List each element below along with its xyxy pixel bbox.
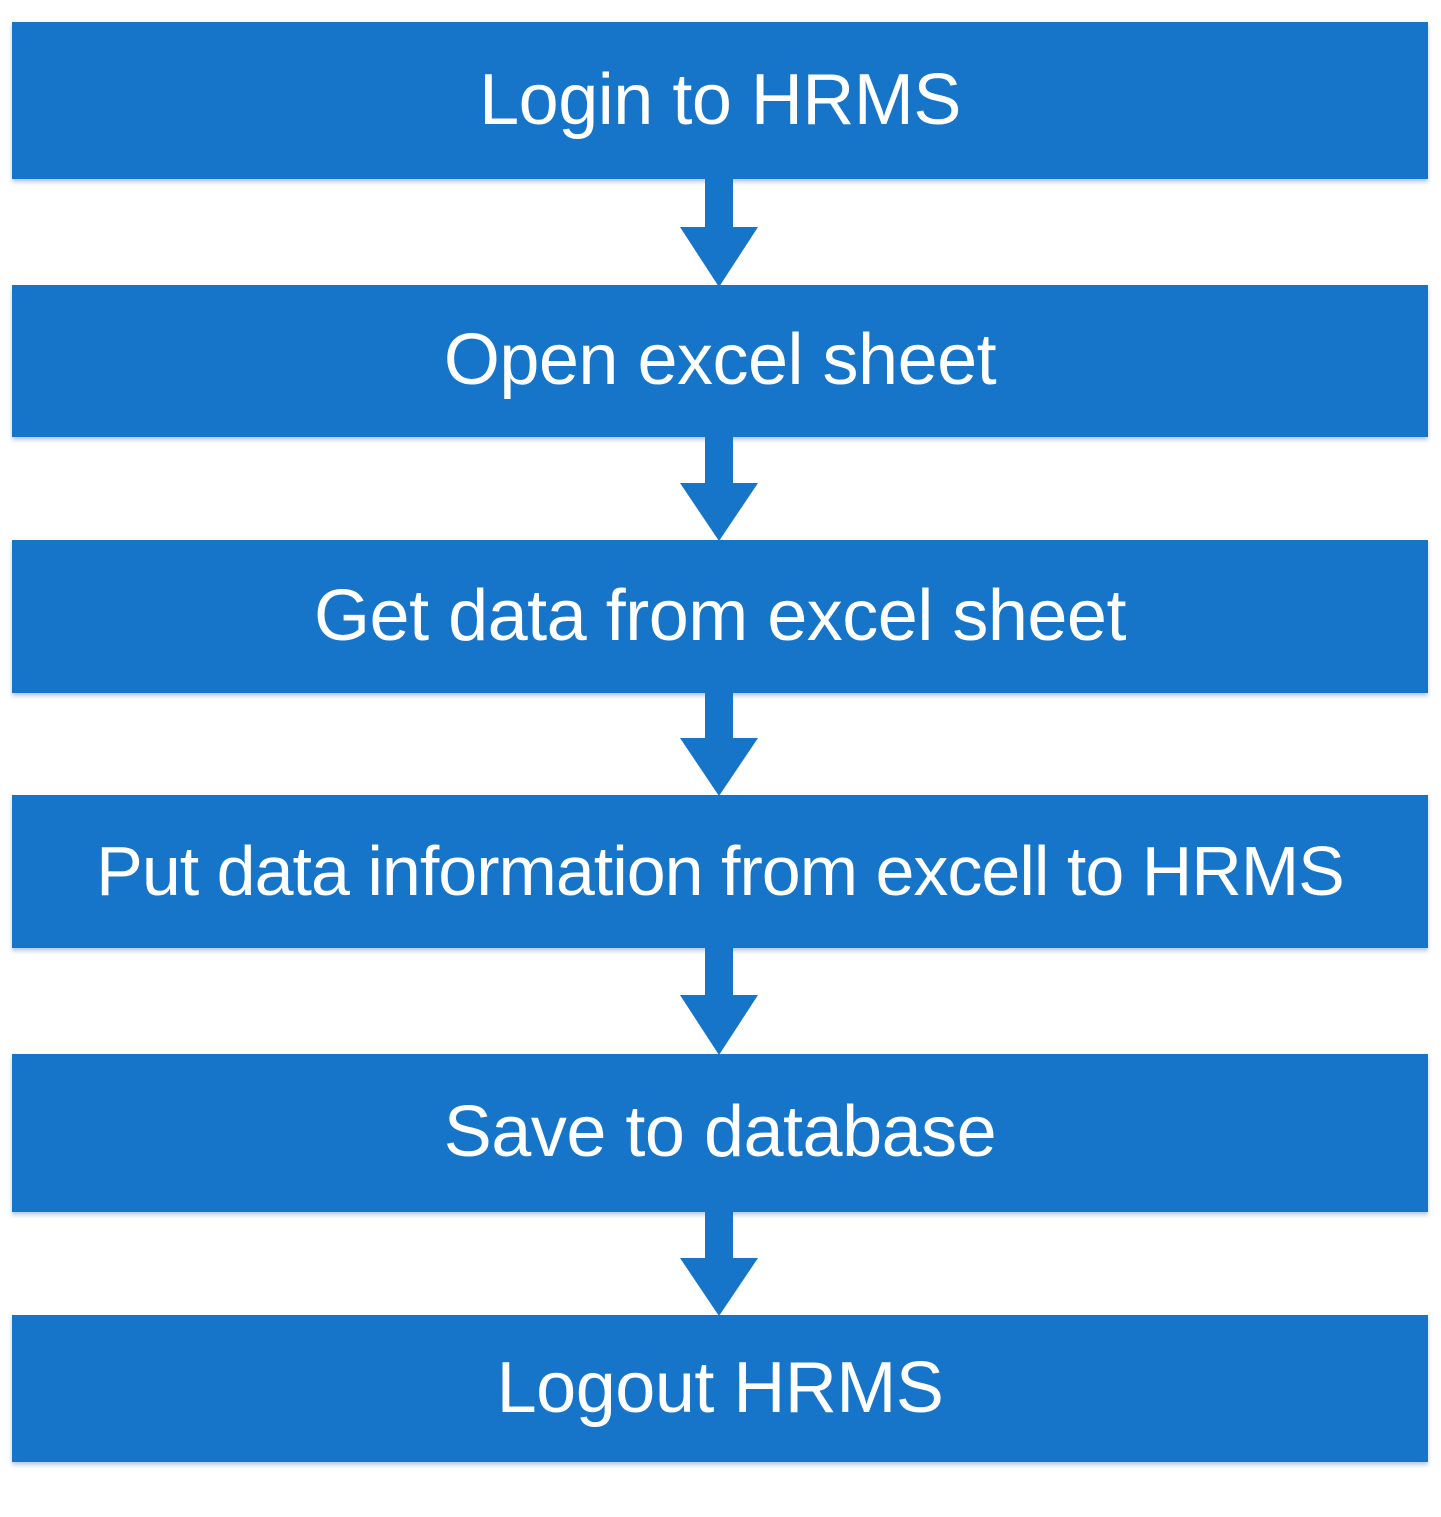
flow-step-get-data-from-excel-sheet[interactable]: Get data from excel sheet: [12, 540, 1428, 693]
flow-step-label: Logout HRMS: [496, 1347, 944, 1428]
down-arrow-icon: [680, 948, 758, 1055]
flow-step-label: Save to database: [443, 1092, 997, 1173]
down-arrow-icon: [680, 1212, 758, 1316]
flow-step-logout-hrms[interactable]: Logout HRMS: [12, 1315, 1428, 1462]
down-arrow-icon: [680, 179, 758, 287]
flow-step-put-data-information-from-excell-to-hrms[interactable]: Put data information from excell to HRMS: [12, 795, 1428, 948]
flow-step-open-excel-sheet[interactable]: Open excel sheet: [12, 285, 1428, 437]
flow-step-label: Get data from excel sheet: [314, 575, 1126, 656]
down-arrow-icon: [680, 693, 758, 796]
flow-step-label: Login to HRMS: [479, 59, 961, 140]
flow-step-login-to-hrms[interactable]: Login to HRMS: [12, 22, 1428, 179]
flow-step-label: Open excel sheet: [443, 320, 997, 401]
down-arrow-icon: [680, 437, 758, 541]
flow-step-save-to-database[interactable]: Save to database: [12, 1054, 1428, 1212]
flow-step-label: Put data information from excell to HRMS: [96, 831, 1345, 910]
